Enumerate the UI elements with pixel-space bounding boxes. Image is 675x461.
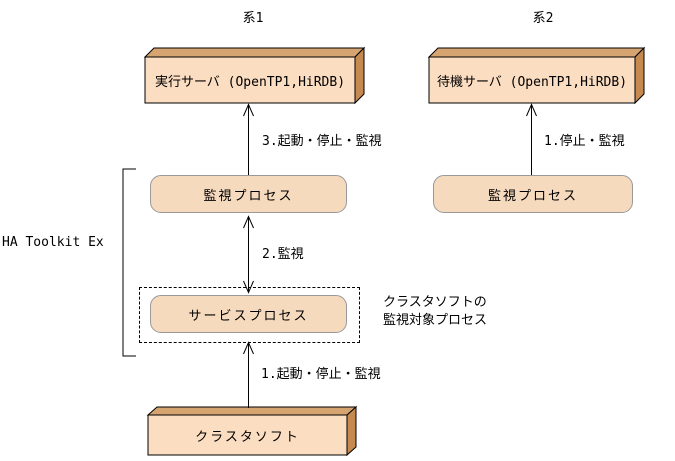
- arrowhead-up-icon: [243, 103, 254, 117]
- cluster-monitored-frame: [139, 287, 360, 343]
- arrowhead-down-icon: [243, 280, 254, 294]
- arrow-monitor-to-exec: [243, 103, 254, 175]
- cluster-software-box: [146, 405, 358, 457]
- annotation-line1: クラスタソフトの: [383, 295, 487, 310]
- standby-server-box-front: [428, 56, 636, 104]
- exec-server-box: [143, 46, 366, 105]
- ha-toolkit-label: HA Toolkit Ex: [2, 235, 104, 250]
- annotation-line2: 監視対象プロセス: [383, 313, 488, 328]
- cluster-software-box-front: [147, 414, 348, 456]
- arrow-label-left-top: 3.起動・停止・監視: [262, 134, 382, 149]
- arrow-monitor-service: [243, 215, 254, 294]
- exec-server-box-top: [143, 47, 366, 58]
- arrow-cluster-to-service: [243, 341, 254, 408]
- arrow-label-right-top: 1.停止・監視: [544, 134, 625, 149]
- arrowhead-up-icon: [526, 103, 537, 117]
- exec-server-box-front: [144, 56, 356, 104]
- system2-title: 系2: [532, 11, 554, 26]
- cluster-monitored-annotation: クラスタソフトの 監視対象プロセス: [383, 294, 487, 330]
- monitor-process-left: 監視プロセス: [150, 175, 347, 213]
- cluster-software-label: クラスタソフト: [195, 429, 300, 445]
- standby-server-box-top: [427, 47, 646, 58]
- cluster-software-box-top: [146, 406, 358, 416]
- monitor-process-right: 監視プロセス: [433, 175, 633, 213]
- arrow-monitor-to-standby: [526, 103, 537, 175]
- cluster-software-box-side: [346, 405, 357, 457]
- exec-server-box-side: [354, 46, 365, 105]
- system1-title: 系1: [242, 11, 264, 26]
- standby-server-box: [427, 46, 646, 105]
- standby-server-box-side: [634, 46, 645, 105]
- exec-server-label: 実行サーバ (OpenTP1,HiRDB): [154, 74, 346, 90]
- ha-toolkit-bracket: [122, 168, 136, 357]
- standby-server-label: 待機サーバ (OpenTP1,HiRDB): [436, 74, 628, 90]
- arrow-label-left-bottom: 1.起動・停止・監視: [261, 367, 381, 382]
- arrowhead-up-icon: [243, 215, 254, 229]
- service-process: サービスプロセス: [150, 295, 347, 333]
- arrow-label-left-middle: 2.監視: [262, 247, 304, 262]
